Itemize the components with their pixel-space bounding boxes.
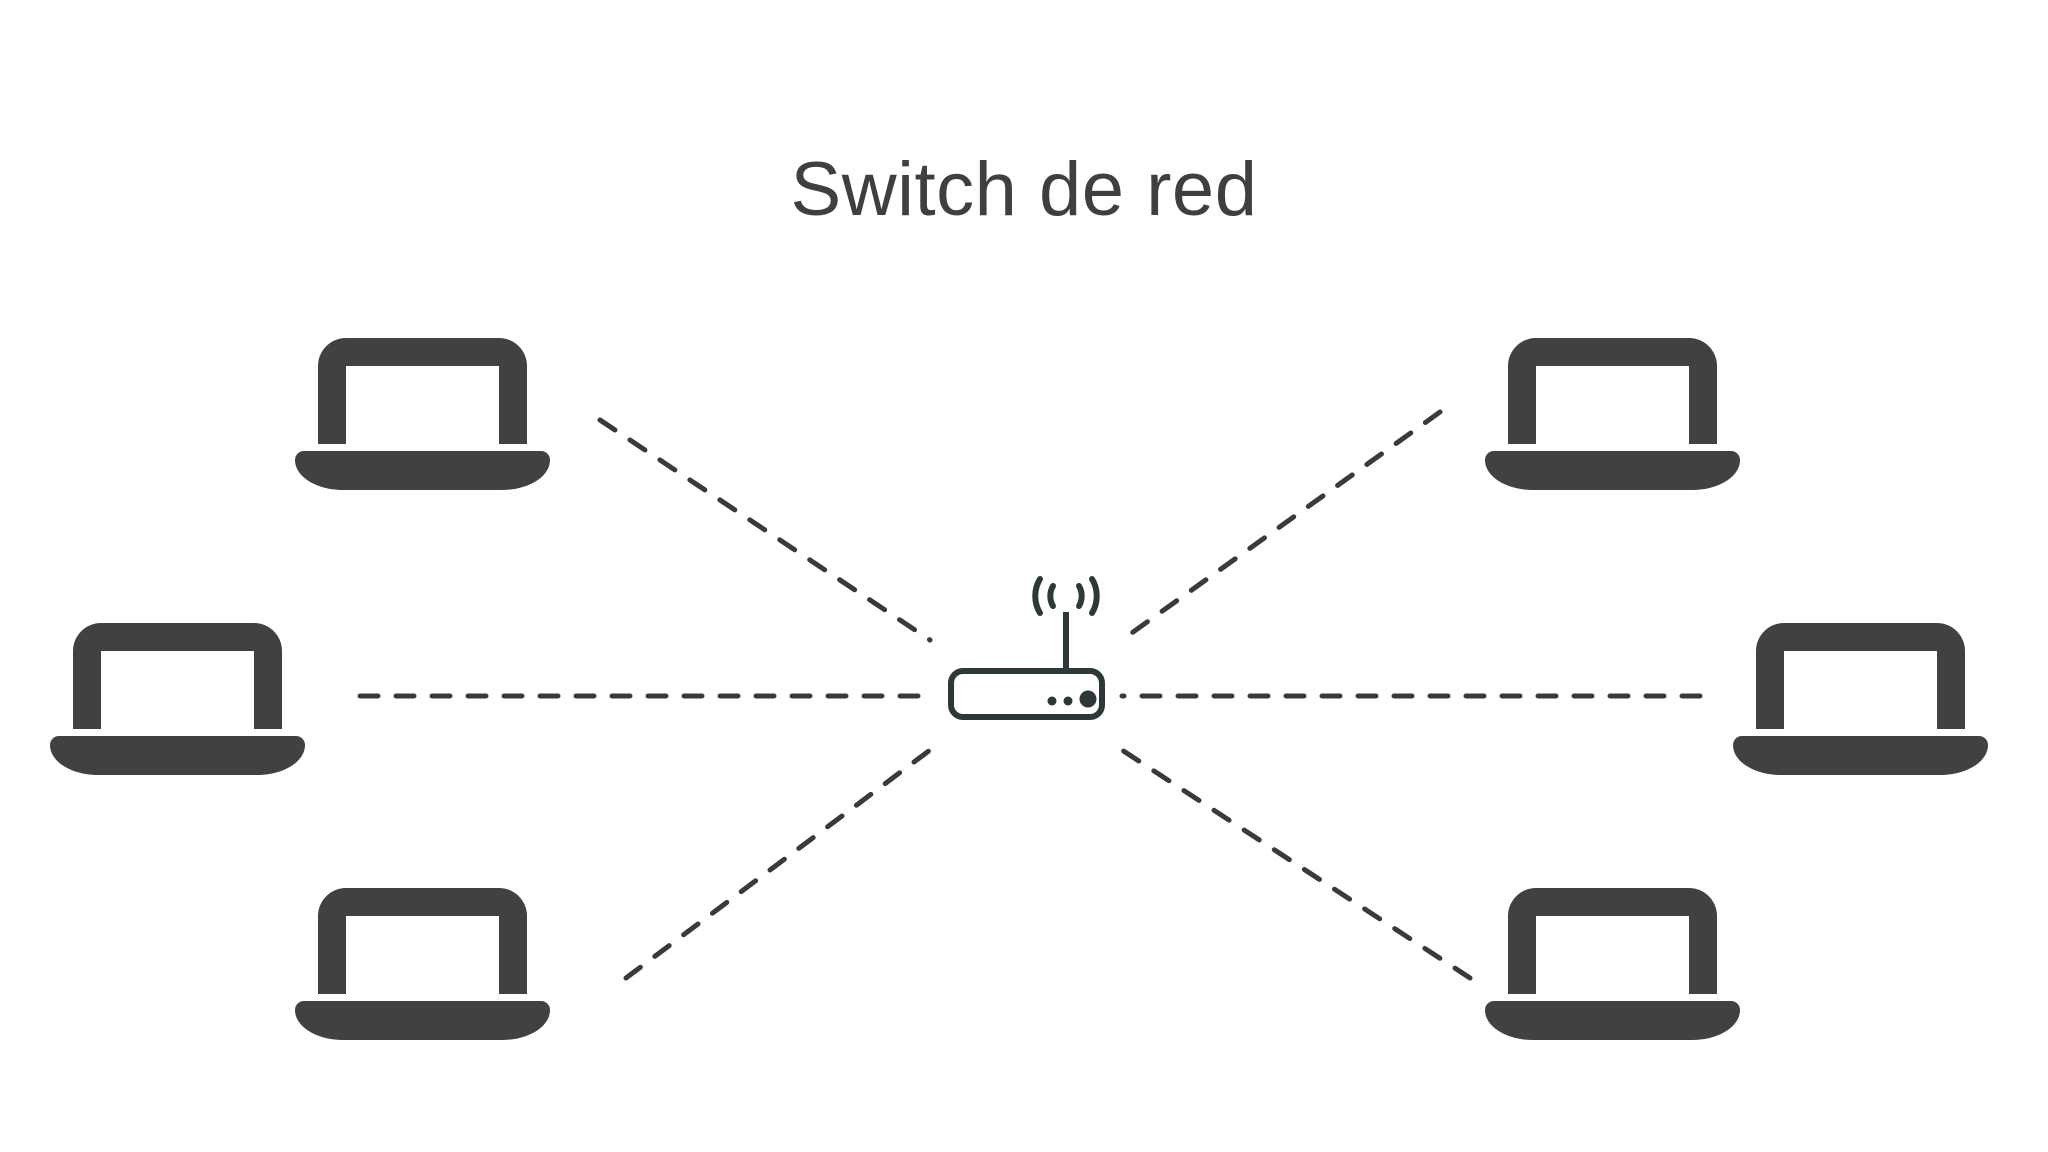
router-led-3-icon <box>1079 690 1097 708</box>
node-laptop-right[interactable] <box>1733 623 1988 775</box>
link-laptop-bottom-left-to-hub <box>623 747 933 981</box>
link-laptop-bottom-right-to-hub <box>1119 747 1473 981</box>
connection-links <box>357 409 1703 981</box>
signal-wave-outer-left-icon <box>1032 576 1043 616</box>
signal-wave-inner-left-icon <box>1047 583 1056 609</box>
node-laptop-top-right[interactable] <box>1485 338 1740 490</box>
node-laptop-bottom-left[interactable] <box>295 888 550 1040</box>
router-body-icon <box>948 668 1105 720</box>
node-laptop-left[interactable] <box>50 623 305 775</box>
laptop-icon <box>295 888 550 1040</box>
signal-wave-outer-right-icon <box>1089 576 1100 616</box>
laptop-icon <box>50 623 305 775</box>
router-led-1-icon <box>1047 696 1057 706</box>
node-laptop-bottom-right[interactable] <box>1485 888 1740 1040</box>
router-led-2-icon <box>1063 696 1073 706</box>
signal-wave-inner-right-icon <box>1076 583 1085 609</box>
laptop-icon <box>295 338 550 490</box>
laptop-icon <box>1485 888 1740 1040</box>
link-laptop-top-left-to-hub <box>597 417 933 643</box>
laptop-icon <box>1733 623 1988 775</box>
node-hub-router[interactable] <box>938 576 1116 730</box>
laptop-icon <box>1485 338 1740 490</box>
node-laptop-top-left[interactable] <box>295 338 550 490</box>
page-title: Switch de red <box>790 147 1258 232</box>
link-laptop-top-right-to-hub <box>1119 409 1443 643</box>
